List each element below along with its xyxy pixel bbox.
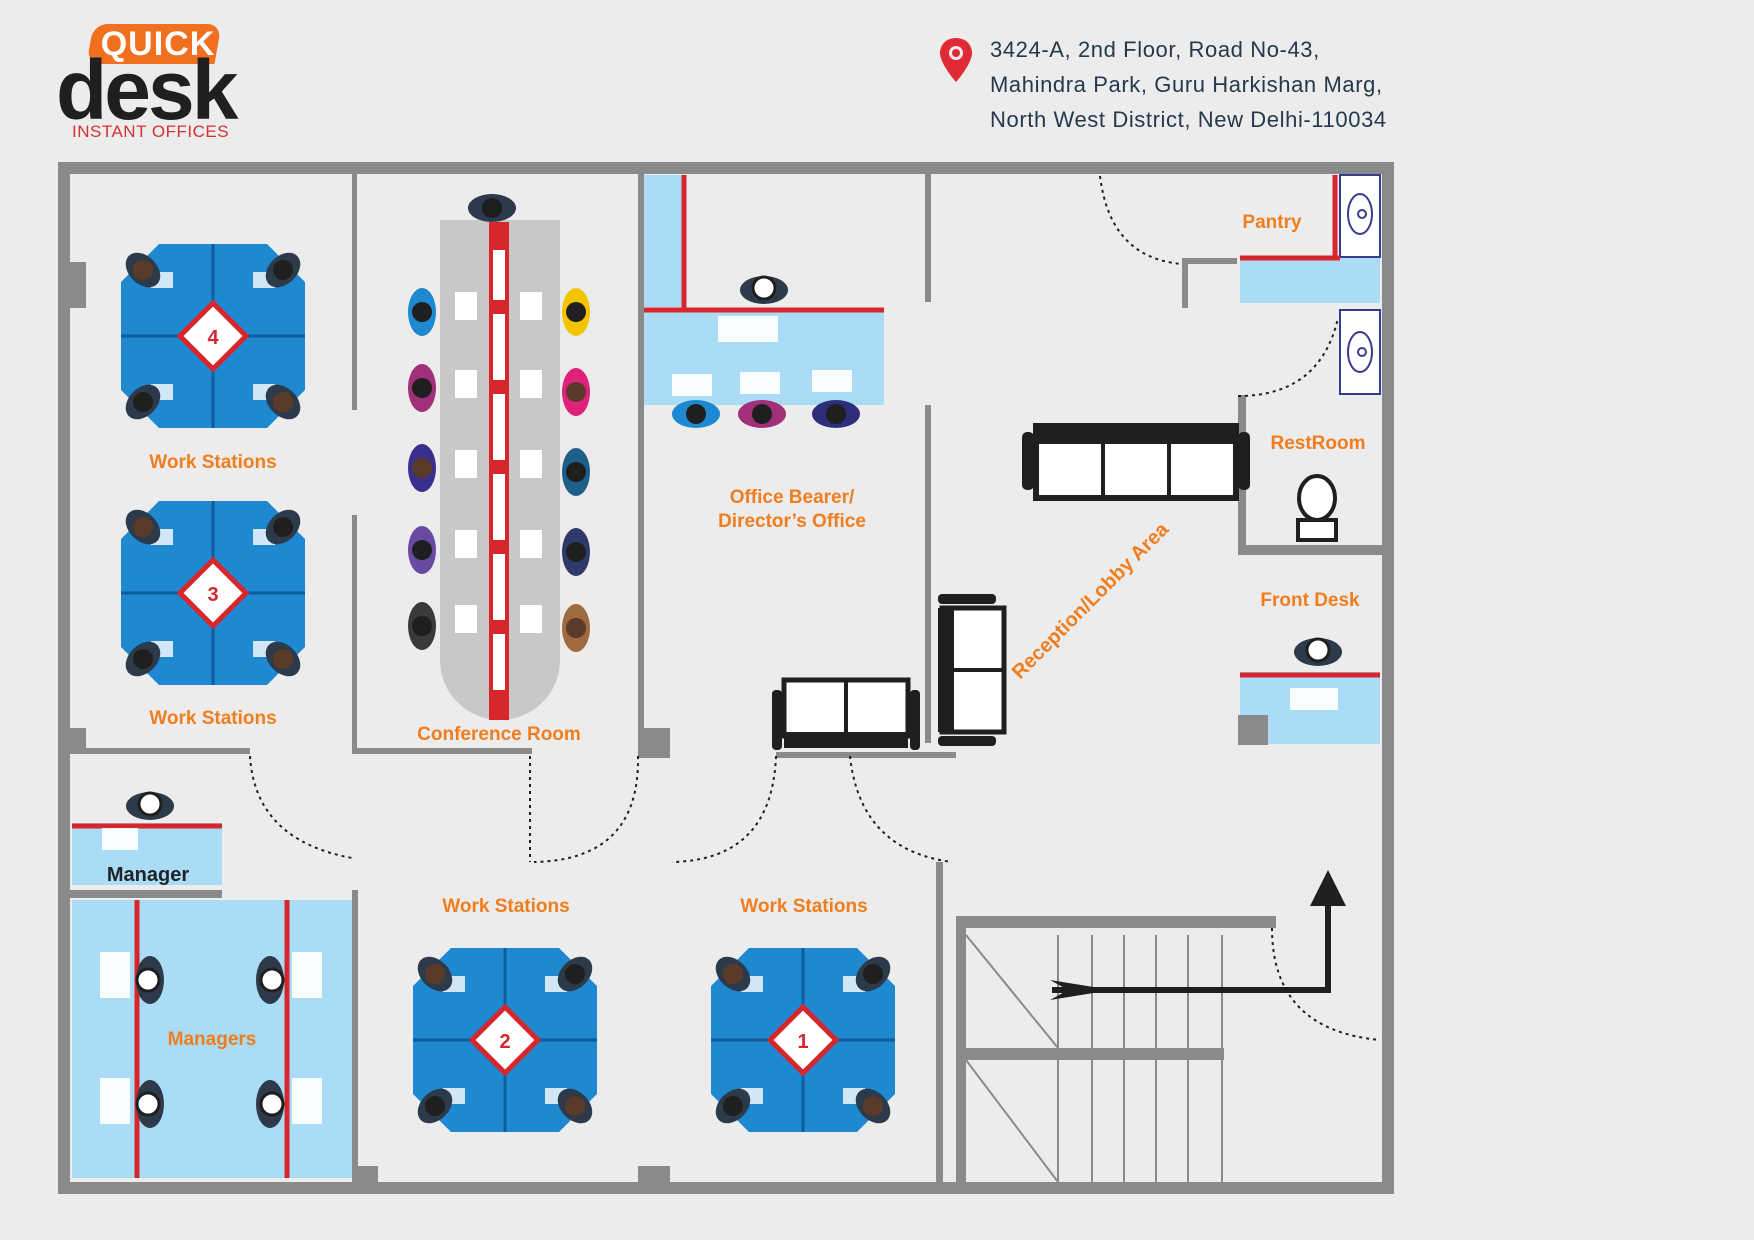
location-pin-icon <box>940 38 972 82</box>
label-work-stations-2: Work Stations <box>442 896 570 917</box>
lobby-sofa-right <box>938 594 1007 746</box>
label-work-stations-4: Work Stations <box>149 452 277 473</box>
pod-number-1: 1 <box>797 1031 808 1053</box>
conference-table <box>440 220 560 720</box>
label-director-office-line-2: Director’s Office <box>718 511 866 532</box>
address-line-3: North West District, New Delhi-110034 <box>990 107 1387 132</box>
lobby-sofa-top <box>1022 426 1250 498</box>
pod-number-3: 3 <box>207 584 218 606</box>
label-manager: Manager <box>106 864 190 886</box>
pod-number-2: 2 <box>499 1031 510 1053</box>
label-conference-room: Conference Room <box>417 724 581 745</box>
stair-arrow-icon <box>1050 870 1346 1000</box>
label-managers: Managers <box>167 1029 257 1050</box>
address-line-1: 3424-A, 2nd Floor, Road No-43, <box>990 37 1320 62</box>
address-block: 3424-A, 2nd Floor, Road No-43, Mahindra … <box>990 32 1430 137</box>
lobby-sofa-left <box>772 677 920 750</box>
pod-number-4: 4 <box>207 327 219 349</box>
logo-desk-text: desk <box>56 43 238 137</box>
toilet-icon <box>1296 474 1338 542</box>
label-pantry: Pantry <box>1242 212 1302 233</box>
logo-quick-text: QUICK <box>100 25 216 63</box>
logo-tagline: INSTANT OFFICES <box>72 122 230 141</box>
address-line-2: Mahindra Park, Guru Harkishan Marg, <box>990 72 1383 97</box>
label-work-stations-3: Work Stations <box>149 708 277 729</box>
label-restroom: RestRoom <box>1270 433 1366 454</box>
sink-icon <box>1347 193 1373 373</box>
label-work-stations-1: Work Stations <box>740 896 868 917</box>
label-director-office: Office Bearer/ Director’s Office <box>680 486 904 534</box>
label-front-desk: Front Desk <box>1260 590 1360 611</box>
label-director-office-line-1: Office Bearer/ <box>729 487 855 508</box>
